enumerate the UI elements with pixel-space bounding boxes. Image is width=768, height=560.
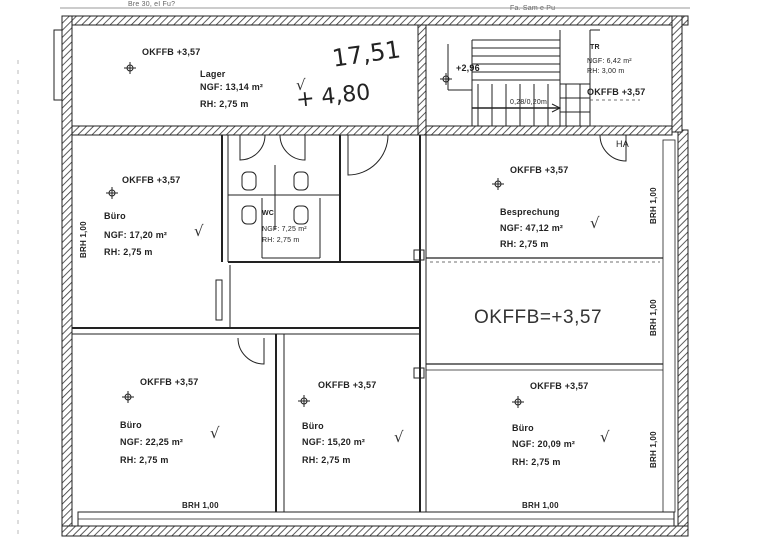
wc-ngf: NGF: 7,25 m² xyxy=(262,226,307,233)
besprechung-level: OKFFB +3,57 xyxy=(510,165,569,175)
wc-rh: RH: 2,75 m xyxy=(262,237,300,244)
buero-se-level: OKFFB +3,57 xyxy=(530,381,589,391)
left-window xyxy=(53,29,63,101)
lager-level: OKFFB +3,57 xyxy=(142,47,201,57)
lager-rh: RH: 2,75 m xyxy=(200,99,249,109)
level-marker-icon xyxy=(298,394,310,407)
scan-text-left: Bre 30, eI Fu? xyxy=(128,1,176,8)
brh-right-3: BRH 1,00 xyxy=(649,431,658,468)
level-marker-icon xyxy=(106,186,118,199)
level-marker-icon xyxy=(512,395,524,408)
tr-level: OKFFB +3,57 xyxy=(587,87,646,97)
tr-name: TR xyxy=(590,44,600,51)
buero-s-level: OKFFB +3,57 xyxy=(318,380,377,390)
buero-w-level: OKFFB +3,57 xyxy=(122,175,181,185)
level-marker-icon xyxy=(440,72,452,85)
buero-w-ngf: NGF: 17,20 m² xyxy=(104,230,168,240)
stair-dims: 0,28/0,20m xyxy=(510,99,548,106)
doors xyxy=(215,134,627,379)
check-icon: √ xyxy=(210,424,220,442)
tr-ngf: NGF: 6,42 m² xyxy=(587,58,632,65)
center-level-annotation: OKFFB=+3,57 xyxy=(474,307,603,328)
buero-w-rh: RH: 2,75 m xyxy=(104,247,153,257)
buero-se-ngf: NGF: 20,09 m² xyxy=(512,439,576,449)
stair-level: +2,96 xyxy=(456,63,480,73)
lager-name: Lager xyxy=(200,69,226,79)
level-marker-icon xyxy=(122,390,134,403)
brh-right-2: BRH 1,00 xyxy=(649,299,658,336)
brh-left: BRH 1,00 xyxy=(79,221,88,258)
buero-s-name: Büro xyxy=(302,421,324,431)
check-icon: √ xyxy=(600,428,610,446)
wc-fixtures xyxy=(241,165,321,259)
inner-walls xyxy=(71,24,673,512)
tr-rh: RH: 3,00 m xyxy=(587,68,625,75)
wc-name: WC xyxy=(262,210,275,217)
check-icon: √ xyxy=(394,428,404,446)
outer-walls xyxy=(61,15,689,537)
brh-right-1: BRH 1,00 xyxy=(649,187,658,224)
dashed-lines xyxy=(430,99,663,263)
buero-se-name: Büro xyxy=(512,423,534,433)
buero-sw-ngf: NGF: 22,25 m² xyxy=(120,437,184,447)
buero-sw-name: Büro xyxy=(120,420,142,430)
ha-label: HA xyxy=(616,139,629,149)
buero-sw-level: OKFFB +3,57 xyxy=(140,377,199,387)
scan-text-right: Fa. Sam e Pu xyxy=(510,5,556,12)
buero-se-rh: RH: 2,75 m xyxy=(512,457,561,467)
buero-sw-rh: RH: 2,75 m xyxy=(120,455,169,465)
brh-bottom-2: BRH 1,00 xyxy=(522,501,559,510)
check-icon: √ xyxy=(590,214,600,232)
buero-w-name: Büro xyxy=(104,211,126,221)
besprechung-rh: RH: 2,75 m xyxy=(500,239,549,249)
buero-s-ngf: NGF: 15,20 m² xyxy=(302,437,366,447)
brh-bottom-1: BRH 1,00 xyxy=(182,501,219,510)
stair xyxy=(447,29,600,126)
level-marker-icon xyxy=(492,177,504,190)
level-marker-icon xyxy=(124,61,136,74)
check-icon: √ xyxy=(194,222,204,240)
buero-s-rh: RH: 2,75 m xyxy=(302,455,351,465)
besprechung-name: Besprechung xyxy=(500,207,560,217)
besprechung-ngf: NGF: 47,12 m² xyxy=(500,223,564,233)
lager-ngf: NGF: 13,14 m² xyxy=(200,82,264,92)
check-icon: √ xyxy=(296,76,306,94)
